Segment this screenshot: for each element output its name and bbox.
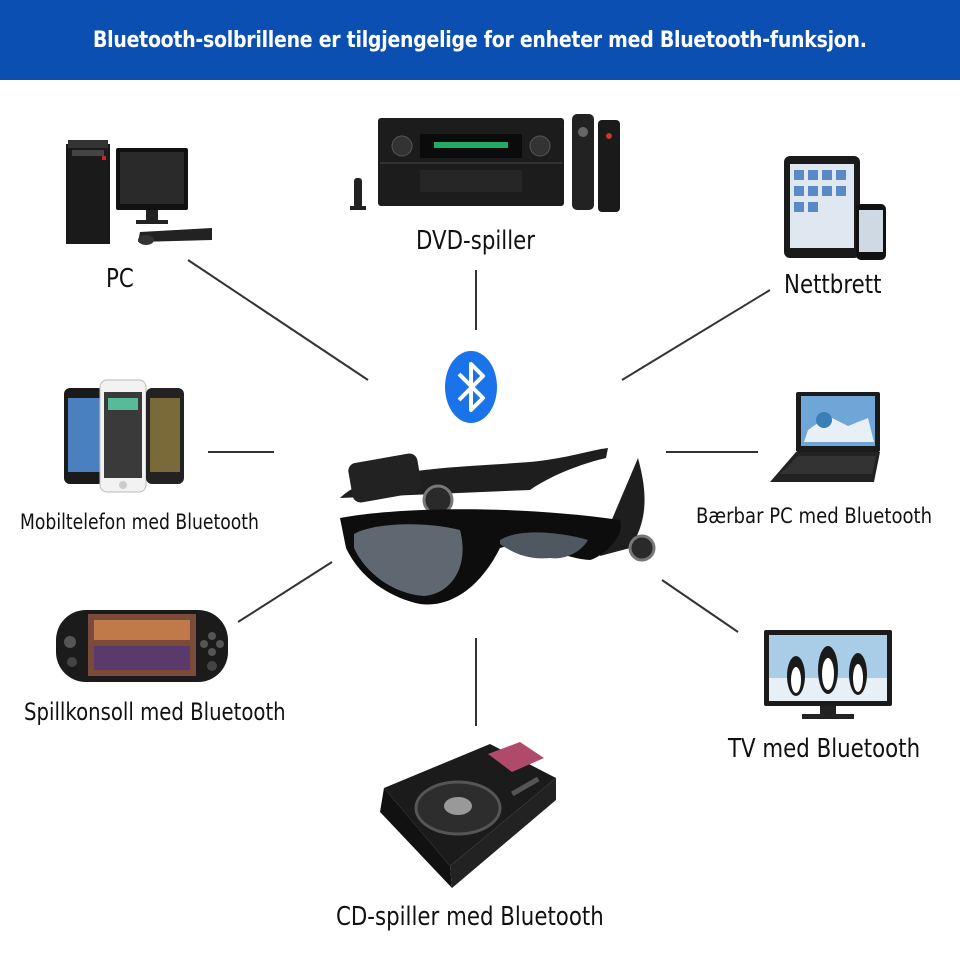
label-laptop: Bærbar PC med Bluetooth (696, 504, 933, 528)
bluetooth-icon (445, 351, 497, 423)
tv-icon (764, 630, 892, 719)
sunglasses-icon (340, 448, 656, 605)
label-tv: TV med Bluetooth (728, 734, 921, 764)
header-title: Bluetooth-solbrillene er tilgjengelige f… (93, 27, 867, 53)
laptop-icon (770, 392, 880, 482)
label-cd: CD-spiller med Bluetooth (336, 902, 604, 932)
label-dvd: DVD-spiller (416, 226, 536, 256)
dvd-player-icon (350, 114, 620, 212)
label-tablet: Nettbrett (784, 270, 882, 300)
mobile-phone-icon (64, 379, 184, 493)
game-console-icon (56, 610, 228, 682)
cd-player-icon (380, 742, 556, 888)
pc-icon (66, 140, 212, 245)
label-console: Spillkonsoll med Bluetooth (24, 698, 286, 726)
tablet-icon (784, 156, 886, 260)
label-phone: Mobiltelefon med Bluetooth (20, 510, 259, 534)
header-banner: Bluetooth-solbrillene er tilgjengelige f… (0, 0, 960, 80)
label-pc: PC (106, 264, 134, 294)
